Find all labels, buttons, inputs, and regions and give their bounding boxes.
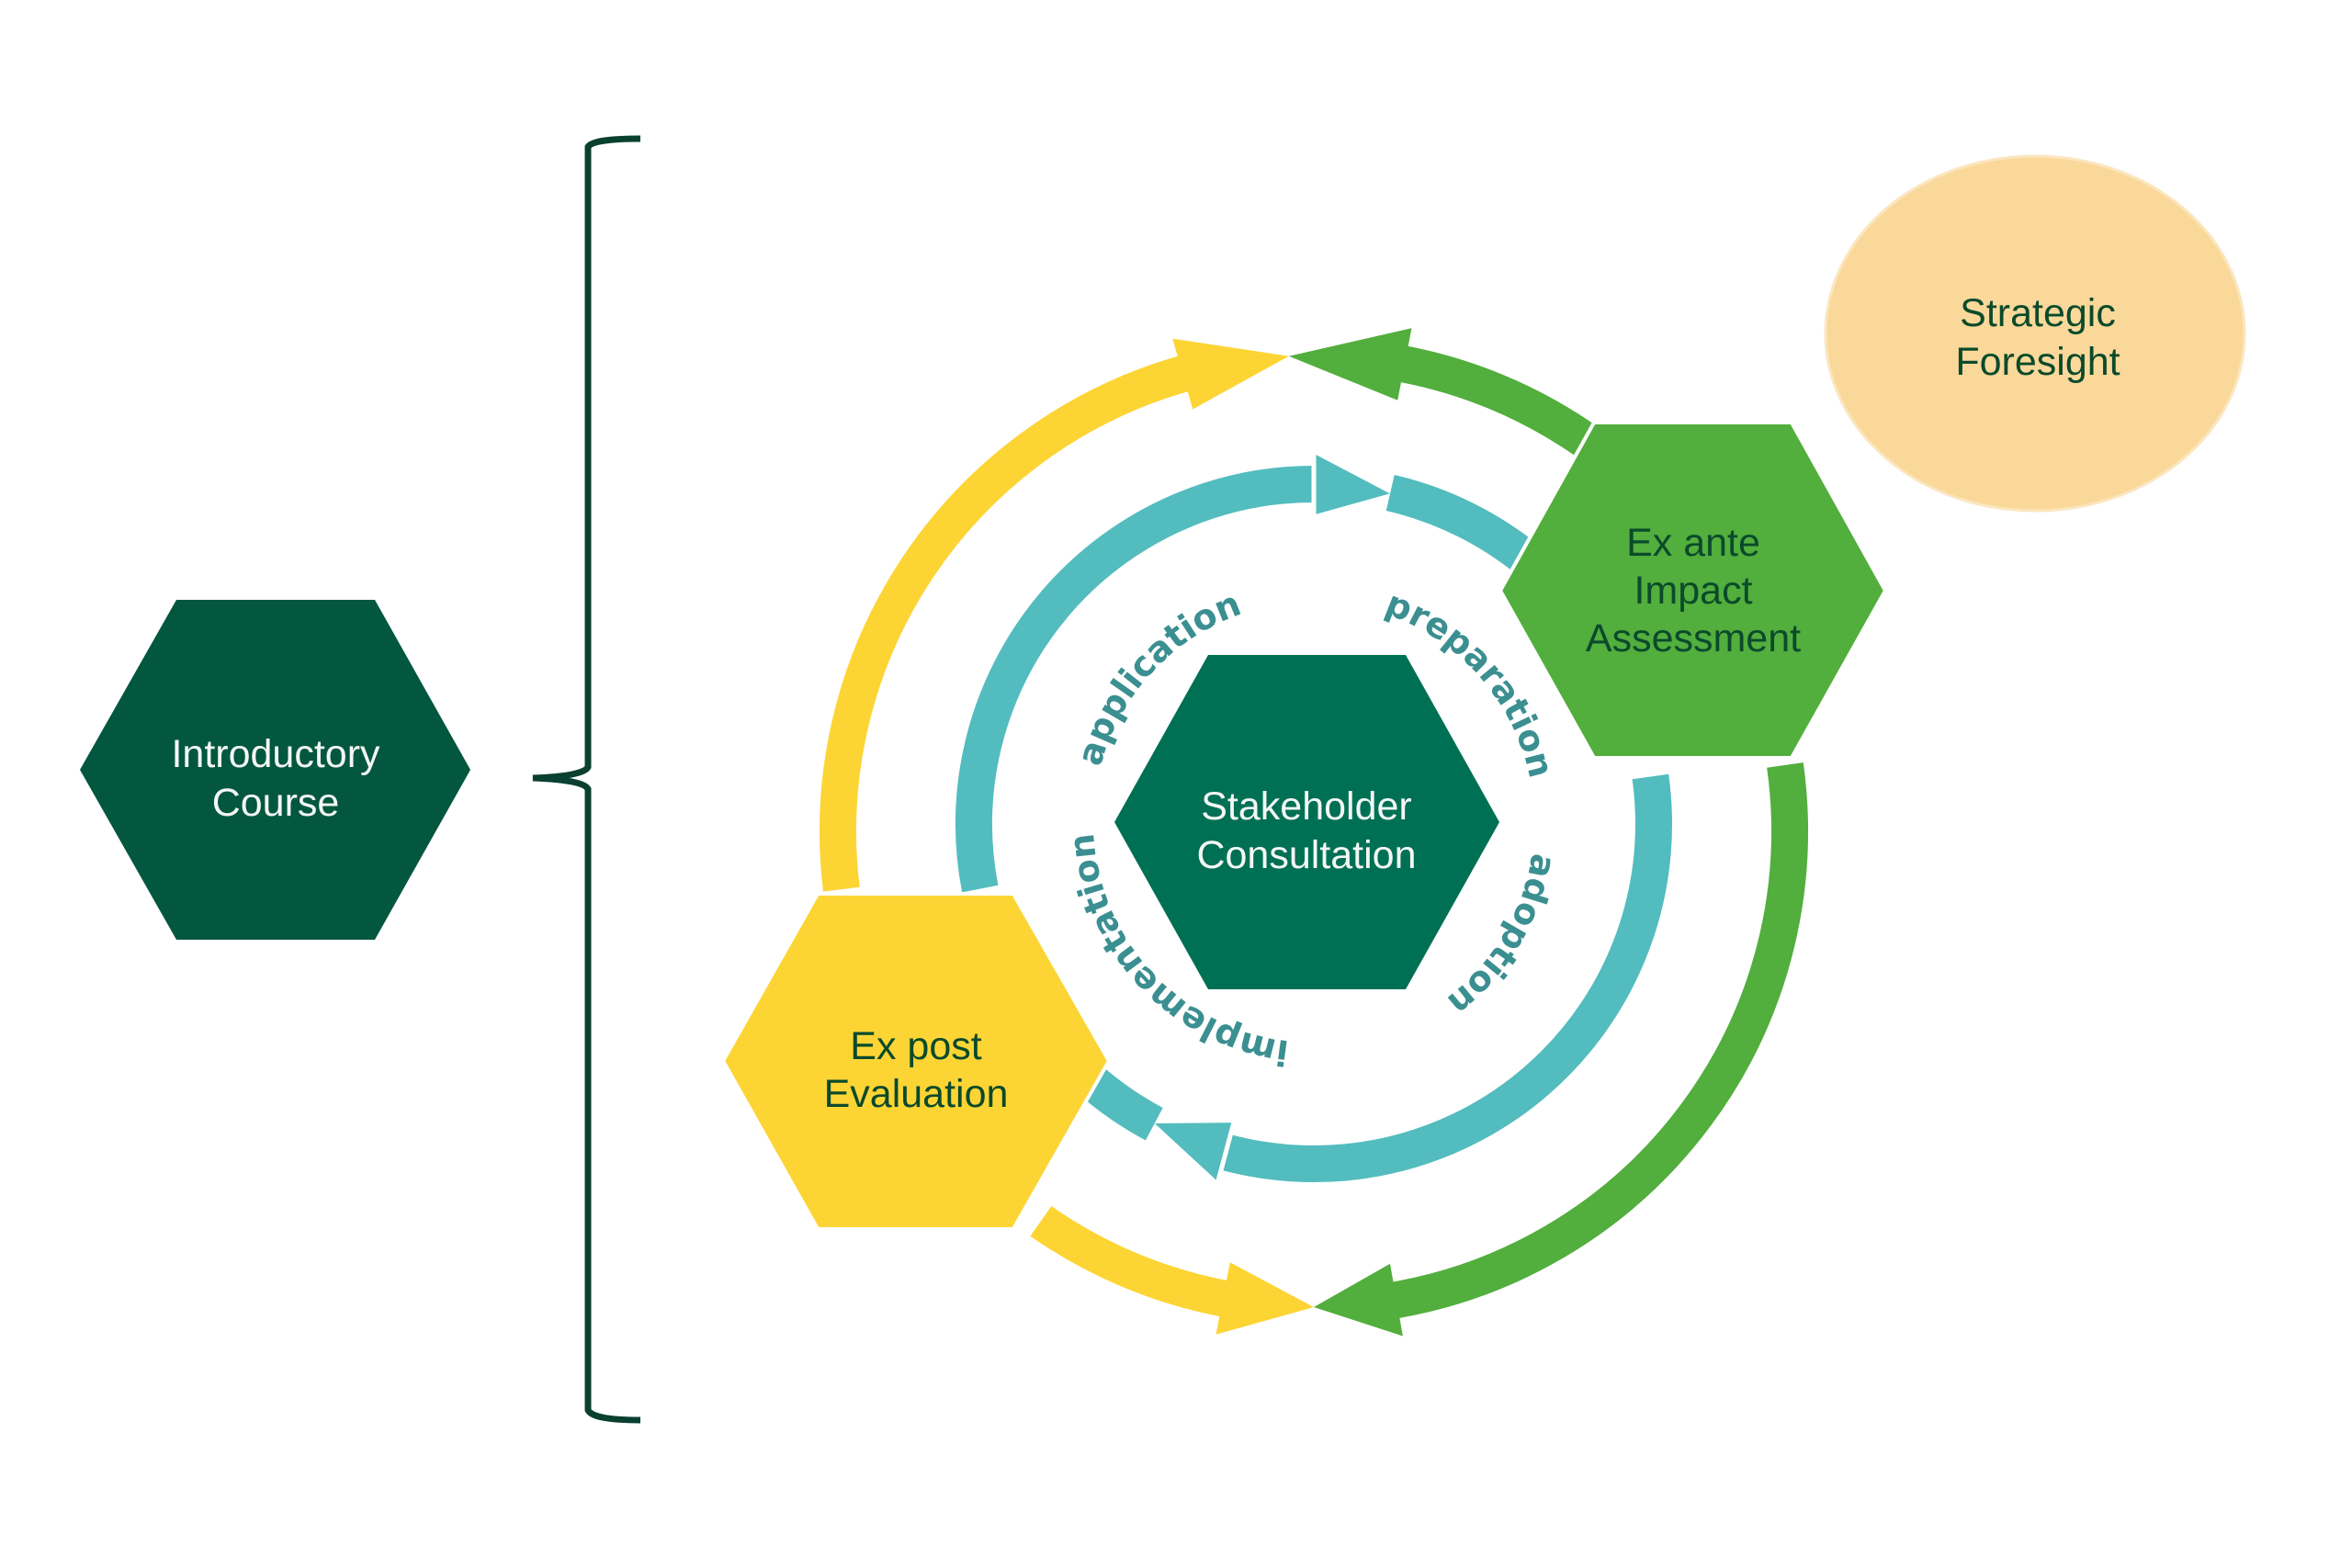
stakeholder-consultation-hexagon bbox=[1114, 655, 1499, 989]
strategic-foresight-circle bbox=[1824, 154, 2246, 513]
ex-post-evaluation-node[interactable]: Ex post Evaluation bbox=[720, 892, 1112, 1231]
strategic-foresight-label-line2: Foresight bbox=[1955, 340, 2120, 384]
ex-ante-impact-assessment-node[interactable]: Ex ante Impact Assessment bbox=[1498, 421, 1888, 760]
introductory-course-label-line1: Introductory bbox=[171, 732, 380, 776]
stakeholder-consultation-label-line1: Stakeholder bbox=[1201, 784, 1412, 829]
green-arc-bottom bbox=[1385, 762, 1808, 1320]
ex-ante-label-line1: Ex ante bbox=[1626, 521, 1760, 565]
yellow-arc-top bbox=[820, 354, 1196, 892]
teal-arc-lower-right bbox=[1215, 773, 1672, 1182]
teal-arc-upper-right bbox=[1385, 474, 1544, 579]
green-arrowhead-bottom bbox=[1314, 1263, 1403, 1337]
green-arc-top bbox=[1393, 344, 1598, 457]
ex-ante-hexagon bbox=[1498, 421, 1888, 760]
green-arrowhead-top bbox=[1288, 328, 1412, 400]
ex-post-label-line1: Ex post bbox=[850, 1024, 981, 1068]
outer-cycle-arrows bbox=[820, 328, 1808, 1337]
yellow-arc-bottom bbox=[1030, 1205, 1235, 1318]
ex-post-hexagon bbox=[720, 892, 1112, 1231]
ex-ante-label-line3: Assessment bbox=[1586, 616, 1801, 660]
strategic-foresight-label-line1: Strategic bbox=[1960, 291, 2116, 335]
yellow-arrowhead-bottom bbox=[1216, 1262, 1314, 1335]
grouping-brace bbox=[532, 135, 641, 1424]
teal-arc-lower-left bbox=[1079, 1066, 1163, 1141]
yellow-arrowhead-top bbox=[1172, 338, 1289, 410]
stakeholder-consultation-label-line2: Consultation bbox=[1196, 833, 1416, 877]
ex-post-label-line2: Evaluation bbox=[824, 1072, 1009, 1116]
stakeholder-consultation-node[interactable]: Stakeholder Consultation bbox=[1114, 655, 1499, 989]
introductory-course-hexagon bbox=[80, 600, 470, 940]
introductory-course-node[interactable]: Introductory Course bbox=[80, 600, 470, 940]
teal-arrowhead-bottom bbox=[1143, 1118, 1238, 1189]
strategic-foresight-node[interactable]: Strategic Foresight bbox=[1824, 154, 2246, 513]
teal-arrowhead-top bbox=[1311, 446, 1403, 521]
teal-arc-upper-left bbox=[956, 466, 1327, 893]
introductory-course-label-line2: Course bbox=[212, 781, 340, 825]
ex-ante-label-line2: Impact bbox=[1634, 569, 1752, 613]
